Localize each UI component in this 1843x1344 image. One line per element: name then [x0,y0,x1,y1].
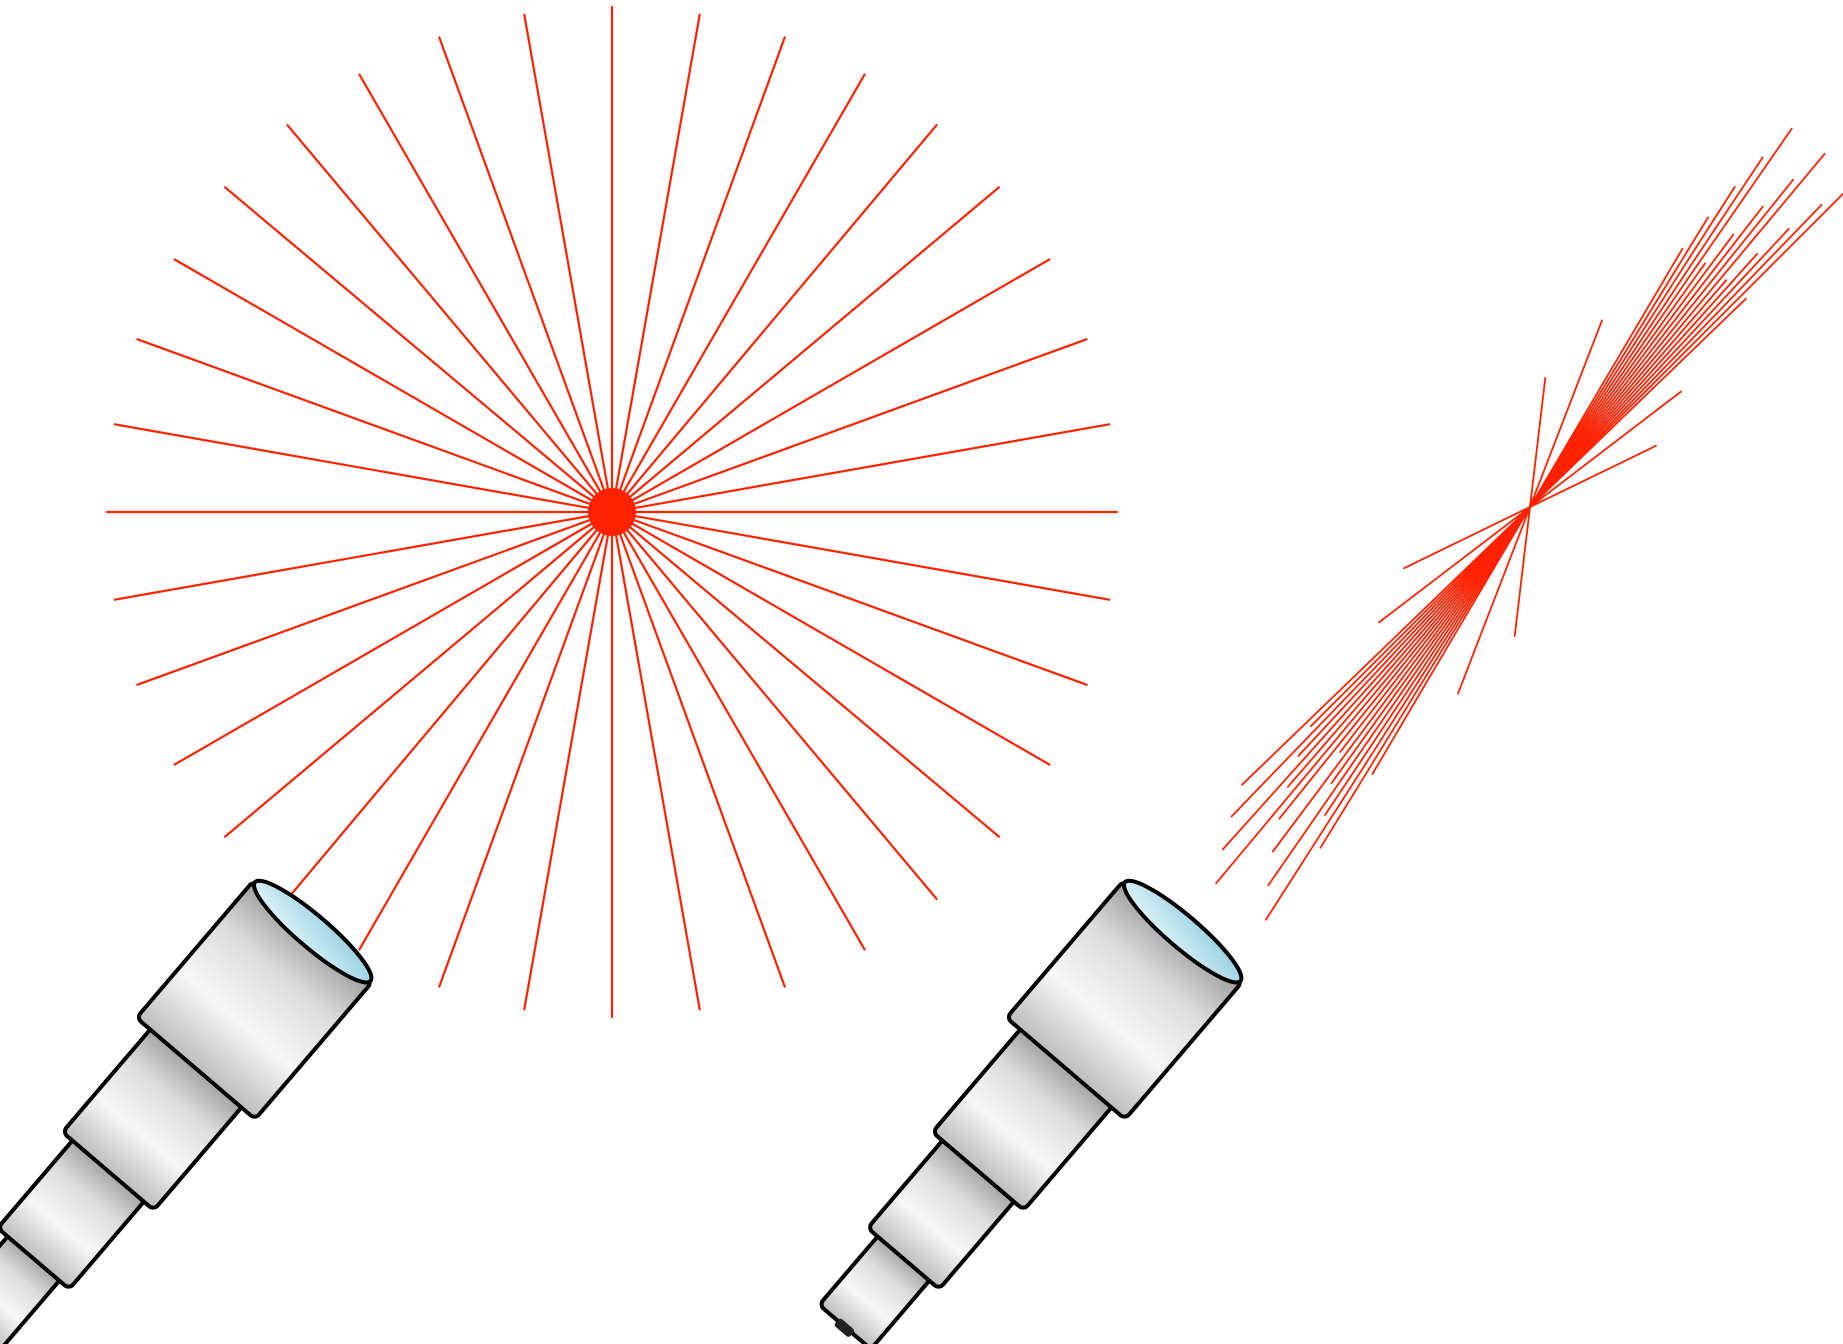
point-source-starburst [105,5,1119,1019]
starburst-ray [113,423,614,514]
starburst-ray [224,186,614,514]
starburst-ray [358,510,614,951]
beam-ray [1309,192,1843,728]
starburst-ray [286,510,614,901]
beam-ray [1241,297,1747,786]
starburst-ray [610,423,1111,514]
starburst-ray [224,510,614,838]
starburst-ray [610,510,938,901]
starburst-ray [610,13,701,514]
starburst-ray [136,510,614,686]
starburst-ray [523,510,614,1011]
starburst-core [588,488,636,536]
telescope-left-icon [0,878,374,1344]
starburst-ray [610,510,1051,766]
telescope-right-main-tube [1006,878,1244,1119]
beam-ray [1221,252,1758,851]
starburst-ray [136,338,614,514]
starburst-ray [610,73,866,514]
starburst-ray [173,258,614,514]
telescope-right-lens [1121,878,1244,985]
starburst-ray [610,338,1088,514]
starburst-ray [610,510,1001,838]
beam-ray-wide [1378,390,1682,624]
starburst-ray [286,123,614,514]
starburst-ray [438,510,614,988]
starburst-ray [438,36,614,514]
starburst-ray [610,510,1111,601]
starburst-ray [610,36,786,514]
starburst-ray [523,13,614,514]
starburst-ray [113,510,614,601]
starburst-ray [610,510,866,951]
telescope-right-icon [819,878,1244,1344]
telescope-left-main-tube [136,878,374,1119]
starburst-ray [610,186,1001,514]
beam-ray [1265,185,1736,921]
starburst-ray [610,123,938,514]
starburst-ray [610,510,786,988]
telescope-left-lens [251,878,374,985]
directional-beam [1215,127,1843,921]
starburst-ray [358,73,614,514]
starburst-ray [610,258,1051,514]
starburst-ray [610,510,1088,686]
starburst-ray [173,510,614,766]
starburst-ray [610,510,701,1011]
